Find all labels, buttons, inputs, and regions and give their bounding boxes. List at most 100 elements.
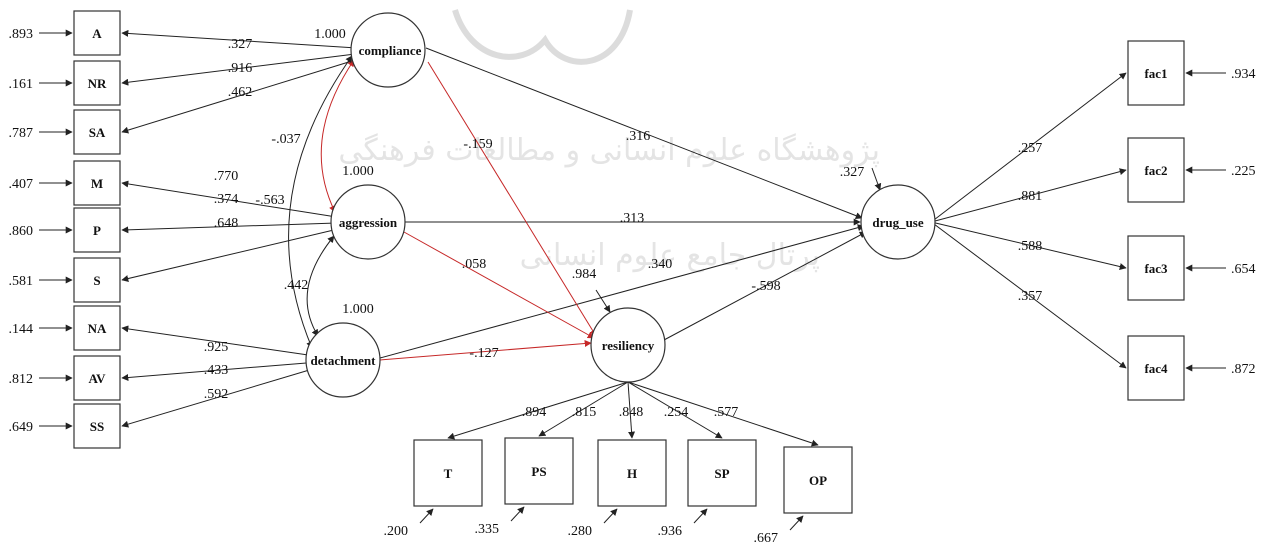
loading-path-resiliency-sp <box>627 381 723 439</box>
indicator-box-h <box>597 439 667 507</box>
indicator-label-nr: NR <box>88 76 107 91</box>
loading-value-drug_use-fac2: .881 <box>1018 189 1043 204</box>
indicator-label-p: P <box>93 223 101 238</box>
path-value-compliance-drug_use: .316 <box>626 129 651 144</box>
label-layer: A.893.327NR.161.916SA.787.462M.407.770P.… <box>9 26 1256 546</box>
loading-value-drug_use-fac1: .257 <box>1018 141 1043 156</box>
variance-value-compliance: 1.000 <box>314 27 346 42</box>
loading-path-drug_use-fac3 <box>931 221 1127 270</box>
error-value-p: .860 <box>9 224 34 239</box>
error-value-h: .280 <box>568 524 593 539</box>
error-value-sa: .787 <box>9 126 34 141</box>
loading-value-resiliency-h: .848 <box>619 405 644 420</box>
indicator-label-av: AV <box>88 371 106 386</box>
error-value-a: .893 <box>9 27 34 42</box>
loading-value-aggression-m: .770 <box>214 169 239 184</box>
indicator-label-fac1: fac1 <box>1144 66 1167 81</box>
error-value-av: .812 <box>9 372 34 387</box>
indicator-label-a: A <box>92 26 102 41</box>
indicator-label-sa: SA <box>89 125 106 140</box>
error-arrow-t <box>419 508 434 524</box>
indicator-label-fac4: fac4 <box>1144 361 1168 376</box>
correlation-aggression-detachment <box>306 235 335 337</box>
edge-layer <box>39 29 1226 531</box>
error-value-s: .581 <box>9 274 34 289</box>
indicator-box-av <box>73 355 121 401</box>
loading-path-drug_use-fac2 <box>931 168 1127 223</box>
disturbance-arrow-resiliency <box>595 289 611 313</box>
error-value-fac3: .654 <box>1231 262 1256 277</box>
loading-value-resiliency-t: .894 <box>522 405 547 420</box>
indicator-label-s: S <box>93 273 100 288</box>
indicator-label-h: H <box>627 466 637 481</box>
loading-value-detachment-ss: .592 <box>204 387 229 402</box>
loading-path-aggression-s <box>121 229 334 282</box>
latent-node-resiliency <box>590 307 666 383</box>
latent-node-detachment <box>305 322 381 398</box>
disturbance-value-resiliency: .984 <box>572 267 597 282</box>
indicator-box-na <box>73 305 121 351</box>
indicator-label-ss: SS <box>90 419 104 434</box>
error-arrow-sp <box>693 508 708 524</box>
correlation-value-compliance-aggression: -.037 <box>271 132 300 147</box>
loading-path-aggression-m <box>121 180 334 218</box>
disturbance-value-drug_use: .327 <box>840 165 865 180</box>
loading-path-aggression-p <box>121 222 333 234</box>
path-detachment-drug_use <box>379 224 865 359</box>
loading-value-resiliency-op: .577 <box>714 405 739 420</box>
latent-label-drug-use: drug_use <box>872 215 924 230</box>
error-value-ss: .649 <box>9 420 34 435</box>
indicator-box-s <box>73 257 121 303</box>
path-value-aggression-resiliency: .058 <box>462 257 487 272</box>
path-value-compliance-resiliency: -.159 <box>463 137 492 152</box>
loading-value-detachment-na: .925 <box>204 340 229 355</box>
correlation-value-aggression-detachment: .442 <box>284 278 309 293</box>
indicator-box-ss <box>73 403 121 449</box>
latent-label-aggression: aggression <box>339 215 398 230</box>
indicator-box-fac1 <box>1127 40 1185 106</box>
loading-path-detachment-na <box>121 325 309 356</box>
error-value-fac4: .872 <box>1231 362 1256 377</box>
latent-label-compliance: compliance <box>359 43 422 58</box>
loading-path-resiliency-ps <box>538 381 629 437</box>
indicator-box-fac3 <box>1127 235 1185 301</box>
error-arrow-ps <box>510 506 525 522</box>
indicator-box-sp <box>687 439 757 507</box>
indicator-label-fac2: fac2 <box>1144 163 1167 178</box>
indicator-box-p <box>73 207 121 253</box>
latent-node-aggression <box>330 184 406 260</box>
watermark: پژوهشگاه علوم انسانی و مطالعات فرهنگی پر… <box>338 9 880 273</box>
latent-node-drug-use <box>860 184 936 260</box>
indicator-box-nr <box>73 60 121 106</box>
loading-value-drug_use-fac4: .357 <box>1018 289 1043 304</box>
correlation-value-compliance-detachment: -.563 <box>255 193 284 208</box>
watermark-line-1: پژوهشگاه علوم انسانی و مطالعات فرهنگی <box>338 133 880 168</box>
path-value-aggression-drug_use: .313 <box>620 211 645 226</box>
loading-value-resiliency-ps: .815 <box>572 405 597 420</box>
indicator-box-fac4 <box>1127 335 1185 401</box>
loading-path-drug_use-fac4 <box>931 221 1127 369</box>
indicator-box-op <box>783 446 853 514</box>
error-value-fac1: .934 <box>1231 67 1256 82</box>
loading-path-resiliency-op <box>627 381 819 447</box>
variance-value-detachment: 1.000 <box>342 302 374 317</box>
path-aggression-resiliency <box>403 231 595 339</box>
path-value-detachment-resiliency: -.127 <box>469 346 498 361</box>
error-value-nr: .161 <box>9 77 34 92</box>
variance-value-aggression: 1.000 <box>342 164 374 179</box>
path-compliance-resiliency <box>427 61 597 337</box>
indicator-label-na: NA <box>88 321 107 336</box>
path-compliance-drug_use <box>425 47 863 219</box>
path-detachment-resiliency <box>379 340 592 361</box>
loading-value-drug_use-fac3: .588 <box>1018 239 1043 254</box>
indicator-box-ps <box>504 437 574 505</box>
loading-value-compliance-nr: .916 <box>228 61 253 76</box>
node-layer <box>73 10 1185 514</box>
loading-path-resiliency-h <box>627 381 636 439</box>
indicator-box-sa <box>73 109 121 155</box>
indicator-box-t <box>413 439 483 507</box>
loading-path-detachment-ss <box>121 369 310 428</box>
error-value-ps: .335 <box>475 522 500 537</box>
loading-value-resiliency-sp: .254 <box>664 405 689 420</box>
indicator-label-m: M <box>91 176 103 191</box>
